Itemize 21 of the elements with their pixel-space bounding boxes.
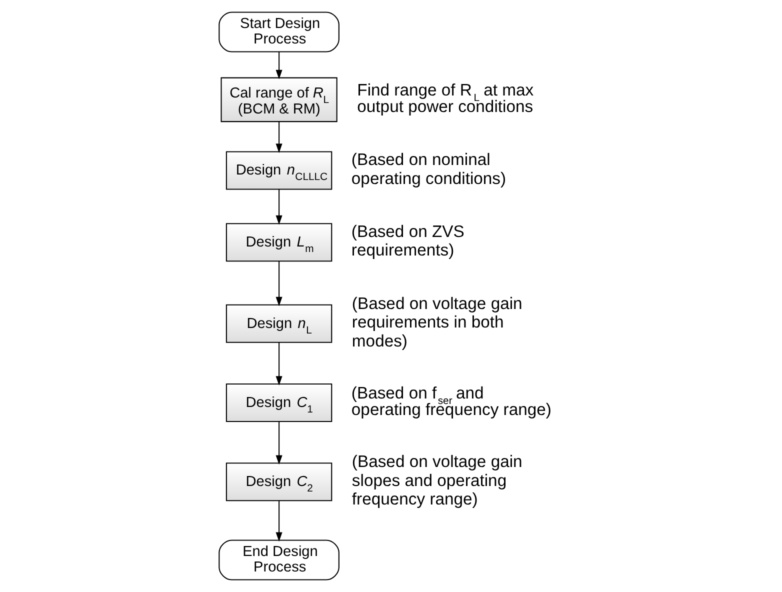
node-box: Start Design Process bbox=[218, 12, 340, 52]
node-box: Design n$_{CLLLC}$ bbox=[226, 151, 332, 190]
node-label: Find range of R$_{L}$ at max output power conditions bbox=[357, 80, 534, 116]
arrow bbox=[276, 52, 282, 80]
arrow bbox=[276, 342, 282, 386]
node-label: (Based on f$_{ser}$ and operating frequency range) bbox=[351, 383, 552, 420]
node-box: Design C$_{1}$ bbox=[226, 383, 332, 422]
node-label: (Based on voltage gain requirements in both modes) bbox=[352, 294, 522, 350]
node-label: (Based on ZVS requirements) bbox=[351, 222, 464, 260]
node-box: Design L$_{m}$ bbox=[226, 223, 332, 262]
arrow bbox=[276, 122, 282, 153]
node-box: Design n$_{L}$ bbox=[226, 304, 332, 343]
arrow bbox=[276, 261, 282, 306]
node-label: (Based on voltage gain slopes and operating frequency range) bbox=[352, 452, 522, 509]
node-box: Cal range of R$_{L}$ (BCM & RM) bbox=[220, 77, 338, 122]
arrow bbox=[276, 500, 282, 542]
node-box: End Design Process bbox=[218, 540, 340, 580]
arrow bbox=[276, 190, 282, 225]
node-label: (Based on nominal operating conditions) bbox=[351, 150, 506, 188]
node-box: Design C$_{2}$ bbox=[226, 462, 332, 502]
arrow bbox=[276, 422, 282, 465]
